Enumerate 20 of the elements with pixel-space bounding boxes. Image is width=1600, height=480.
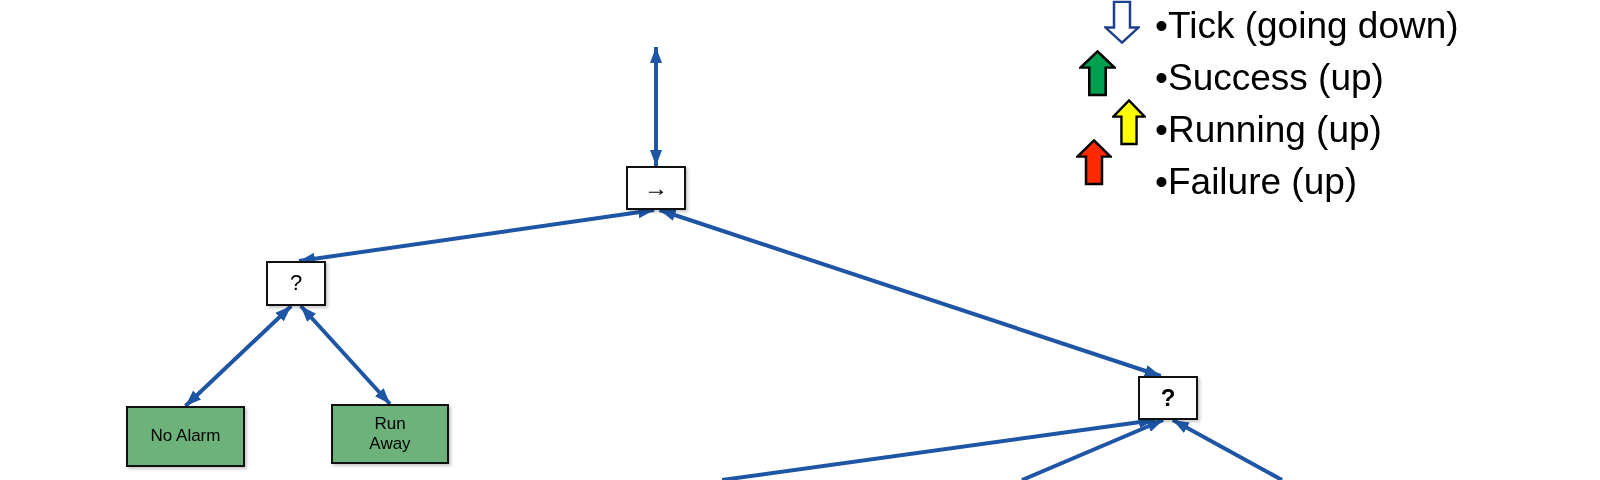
box-label: Run Away [368,413,412,455]
double-arrow [184,304,293,408]
legend-label: •Tick (going down) [1155,4,1459,48]
legend-label: •Running (up) [1155,108,1382,152]
box-label: → [644,173,668,203]
arrow [1171,418,1283,480]
box-label: No Alarm [150,426,221,447]
process-box [1138,376,1198,420]
double-arrow [658,208,1162,378]
action-box [331,404,449,464]
box-label: ? [289,270,303,297]
process-box [266,261,326,306]
arrow [1021,418,1164,480]
process-box [626,166,686,210]
double-arrow [650,47,662,166]
legend-label: •Success (up) [1155,56,1384,100]
box-label: ? [1160,383,1176,413]
legend-label: •Failure (up) [1155,160,1358,204]
action-box [126,406,245,467]
double-arrow [299,304,392,406]
